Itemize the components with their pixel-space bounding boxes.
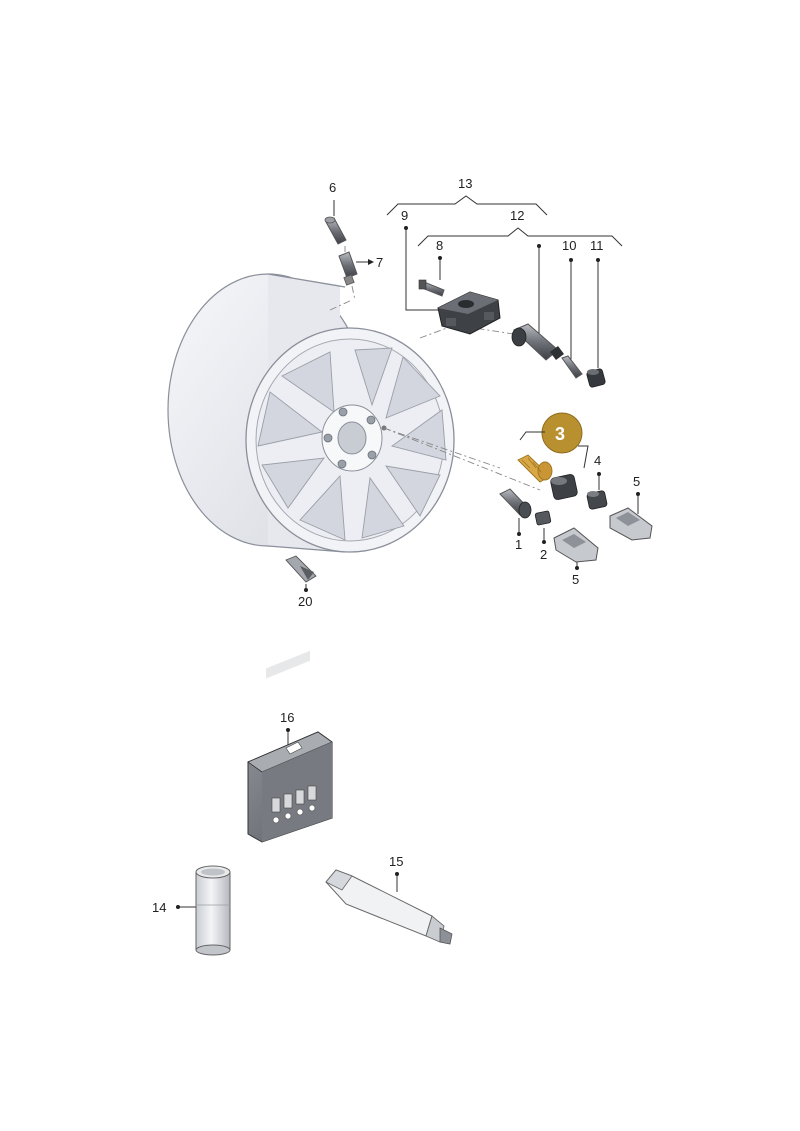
- alloy-wheel: [167, 273, 455, 553]
- container-14: [195, 865, 231, 956]
- clip-5-right: [609, 507, 653, 541]
- callout-11: 11: [590, 238, 604, 253]
- nut-2: [534, 510, 552, 526]
- callout-14: 14: [152, 900, 166, 915]
- callout-12: 12: [510, 208, 524, 223]
- callout-8: 8: [436, 238, 443, 253]
- valve-stem-6: [324, 200, 347, 245]
- callout-7: 7: [376, 255, 383, 270]
- group-bracket-13: [386, 195, 548, 216]
- callout-10: 10: [562, 238, 576, 253]
- valve-1: [499, 488, 532, 519]
- callout-3: 3: [555, 424, 565, 444]
- screw-8: [418, 279, 445, 297]
- valve-cap-11: [586, 368, 606, 388]
- callout-5-right: 5: [633, 474, 640, 489]
- valve-body-12: [511, 323, 564, 361]
- callout-15: 15: [389, 854, 403, 869]
- cap-4: [586, 490, 608, 510]
- valve-3-highlighted: [517, 454, 553, 483]
- callout-9: 9: [401, 208, 408, 223]
- callout-1: 1: [515, 537, 522, 552]
- callout-13: 13: [458, 176, 472, 191]
- valve-cap-part: [550, 474, 578, 500]
- valve-insert-7: [338, 251, 374, 286]
- balance-weight-20: [285, 555, 317, 583]
- callout-4: 4: [594, 453, 601, 468]
- paste-tube-15: [325, 869, 453, 945]
- callout-6: 6: [329, 180, 336, 195]
- repair-kit-16: [247, 650, 333, 843]
- tpms-sensor-9: [437, 291, 501, 335]
- callout-16: 16: [280, 710, 294, 725]
- callout-3-badge: 3: [541, 412, 583, 454]
- valve-core-10: [561, 355, 583, 379]
- clip-5-bottom: [553, 527, 599, 563]
- callout-5-bottom: 5: [572, 572, 579, 587]
- callout-2: 2: [540, 547, 547, 562]
- callout-20: 20: [298, 594, 312, 609]
- group-bracket-12: [417, 227, 623, 247]
